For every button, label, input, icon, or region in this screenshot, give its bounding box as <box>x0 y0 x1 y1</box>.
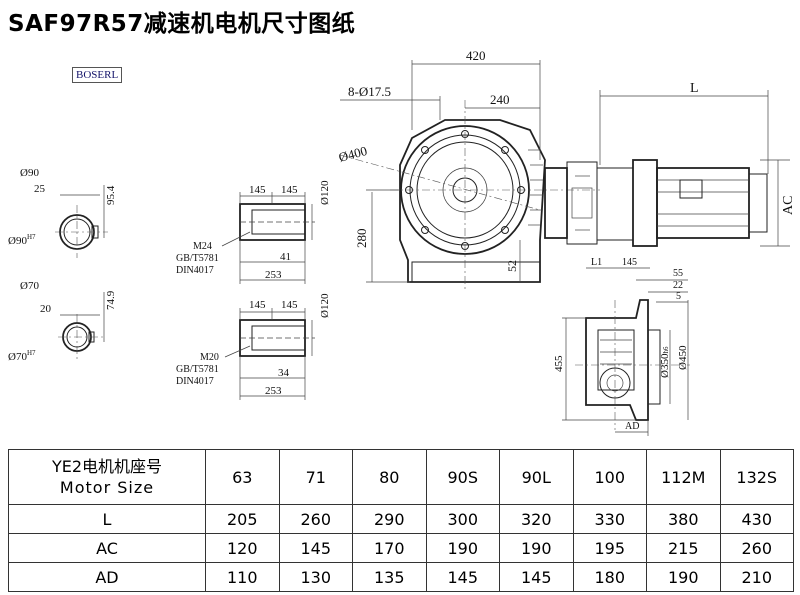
dim-145-e: 145 <box>622 257 637 268</box>
value-cell: 190 <box>499 533 574 563</box>
dim-455: 455 <box>553 355 565 372</box>
value-cell: 145 <box>425 562 500 592</box>
value-cell: 170 <box>352 533 427 563</box>
dim-d120-a: Ø120 <box>319 180 331 205</box>
value-cell: 260 <box>719 533 794 563</box>
dim-d90: Ø90 <box>20 167 39 179</box>
dim-AC: AC <box>781 196 796 215</box>
motor-size-cell: 100 <box>572 449 647 505</box>
value-cell: 290 <box>352 504 427 534</box>
row-label-cell: L <box>8 504 206 534</box>
dim-d120-b: Ø120 <box>319 293 331 318</box>
dim-253-b: 253 <box>265 385 282 397</box>
dim-L1: L1 <box>591 257 602 268</box>
motor-size-cell: 112M <box>646 449 721 505</box>
row-label-cell: AD <box>8 562 206 592</box>
value-cell: 130 <box>278 562 353 592</box>
value-cell: 330 <box>572 504 647 534</box>
shaft-detail-lower: 145 145 Ø120 M20 GB/T5781 DIN4017 34 253 <box>176 293 331 400</box>
row-label-cell: AC <box>8 533 206 563</box>
dim-280: 280 <box>354 229 369 249</box>
dimension-drawing: 420 8-Ø17.5 240 L Ø400 280 52 AC <box>8 48 796 436</box>
value-cell: 210 <box>719 562 794 592</box>
value-cell: 380 <box>646 504 721 534</box>
dim-74-9: 74.9 <box>105 290 117 310</box>
value-cell: 145 <box>499 562 574 592</box>
dim-145-b: 145 <box>281 184 298 196</box>
dim-L: L <box>690 81 699 96</box>
dim-25: 25 <box>34 183 46 195</box>
value-cell: 145 <box>278 533 353 563</box>
brand-logo: BOSERL <box>72 67 123 83</box>
motor-size-cell: 71 <box>278 449 353 505</box>
label-m20: M20 <box>200 352 219 363</box>
dim-d450: Ø450 <box>677 345 689 370</box>
dim-d70-h7: Ø70H7 <box>8 349 36 363</box>
dim-34: 34 <box>278 367 290 379</box>
value-cell: 110 <box>205 562 280 592</box>
value-cell: 300 <box>425 504 500 534</box>
dim-52: 52 <box>505 260 519 272</box>
value-cell: 190 <box>425 533 500 563</box>
dim-145-a: 145 <box>249 184 266 196</box>
dim-20: 20 <box>40 303 52 315</box>
dim-d70: Ø70 <box>20 280 39 292</box>
motor-size-cell: 63 <box>205 449 280 505</box>
dim-d350-h6: Ø350h6 <box>659 346 671 378</box>
gearbox-front-view <box>339 100 600 290</box>
gearbox-side-view: L1 145 55 22 5 455 Ø350h6 Ø450 AD <box>553 257 690 436</box>
dim-AD: AD <box>625 421 639 432</box>
value-cell: 215 <box>646 533 721 563</box>
shaft-detail-upper: 145 145 Ø120 M24 GB/T5781 DIN4017 41 253 <box>176 180 331 284</box>
dim-145-c: 145 <box>249 299 266 311</box>
label-din4017-b: DIN4017 <box>176 376 214 387</box>
value-cell: 205 <box>205 504 280 534</box>
dim-d90-h7: Ø90H7 <box>8 233 36 247</box>
label-gb5781-b: GB/T5781 <box>176 364 219 375</box>
page-title: SAF97R57减速机电机尺寸图纸 <box>8 11 356 37</box>
dim-400: Ø400 <box>337 143 369 165</box>
dim-41: 41 <box>280 251 291 263</box>
dim-5: 5 <box>676 291 681 302</box>
value-cell: 180 <box>572 562 647 592</box>
table-header-cell: YE2电机机座号 Motor Size <box>8 449 206 505</box>
shaft-section-70: Ø70 20 74.9 Ø70H7 <box>8 280 117 363</box>
label-din4017-a: DIN4017 <box>176 265 214 276</box>
dim-8-holes: 8-Ø17.5 <box>348 84 391 99</box>
dim-253-a: 253 <box>265 269 282 281</box>
label-gb5781-a: GB/T5781 <box>176 253 219 264</box>
dim-55: 55 <box>673 268 683 279</box>
value-cell: 320 <box>499 504 574 534</box>
motor-size-cell: 90L <box>499 449 574 505</box>
value-cell: 120 <box>205 533 280 563</box>
value-cell: 260 <box>278 504 353 534</box>
dim-420: 420 <box>466 48 486 63</box>
value-cell: 430 <box>719 504 794 534</box>
value-cell: 190 <box>646 562 721 592</box>
value-cell: 135 <box>352 562 427 592</box>
motor-size-cell: 132S <box>719 449 794 505</box>
dim-145-d: 145 <box>281 299 298 311</box>
motor-size-cell: 80 <box>352 449 427 505</box>
shaft-section-90: Ø90 25 95.4 Ø90H7 <box>8 167 117 258</box>
motor-size-cell: 90S <box>425 449 500 505</box>
value-cell: 195 <box>572 533 647 563</box>
dim-95-4: 95.4 <box>105 185 117 205</box>
motor-side-view <box>544 159 768 247</box>
label-m24: M24 <box>193 241 212 252</box>
dim-240: 240 <box>490 92 510 107</box>
dim-22: 22 <box>673 280 683 291</box>
main-dimensions: 420 8-Ø17.5 240 L Ø400 280 52 AC <box>337 48 796 283</box>
